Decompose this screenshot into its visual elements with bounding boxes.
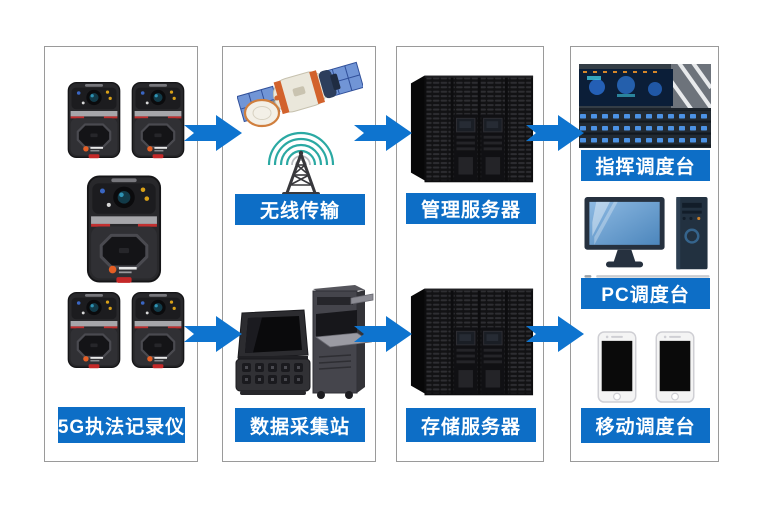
label-collection-station: 数据采集站 [235,408,365,442]
desktop-pc-icon [583,197,711,281]
smartphone-icon [597,331,637,404]
column-recorders: 5G执法记录仪 [44,46,198,462]
collection-case-icon [233,309,313,397]
body-camera-icon [67,81,121,159]
body-camera-icon [131,81,185,159]
label-storage-server: 存储服务器 [406,408,536,442]
label-pc-console: PC调度台 [581,278,710,309]
flow-arrow-management-to-dispatch [526,115,584,151]
label-wireless: 无线传输 [235,194,365,225]
body-camera-icon-large [86,173,162,285]
flow-arrow-recorder-to-collection [184,316,242,352]
control-room-photo [579,64,711,148]
flow-arrow-wireless-to-management [354,115,412,151]
label-5g-recorder: 5G执法记录仪 [58,407,185,443]
storage-server-rack-icon [409,284,535,398]
smartphone-icon [655,331,695,404]
label-management-server: 管理服务器 [406,193,536,224]
column-transmission: 无线传输 [222,46,376,462]
label-mobile-console: 移动调度台 [581,408,710,443]
column-dispatch: 指挥调度台 PC调度台 [570,46,719,462]
satellite-icon [237,51,363,135]
radio-tower-icon [257,121,345,197]
flow-arrow-recorder-to-wireless [184,115,242,151]
management-server-rack-icon [409,71,535,185]
flow-arrow-storage-to-dispatch [526,316,584,352]
column-servers: 管理服务器 存储服务器 [396,46,544,462]
flow-arrow-collection-to-storage [354,316,412,352]
body-camera-icon [131,291,185,369]
collection-kiosk-icon [297,281,377,401]
label-command-console: 指挥调度台 [581,150,710,181]
body-camera-icon [67,291,121,369]
